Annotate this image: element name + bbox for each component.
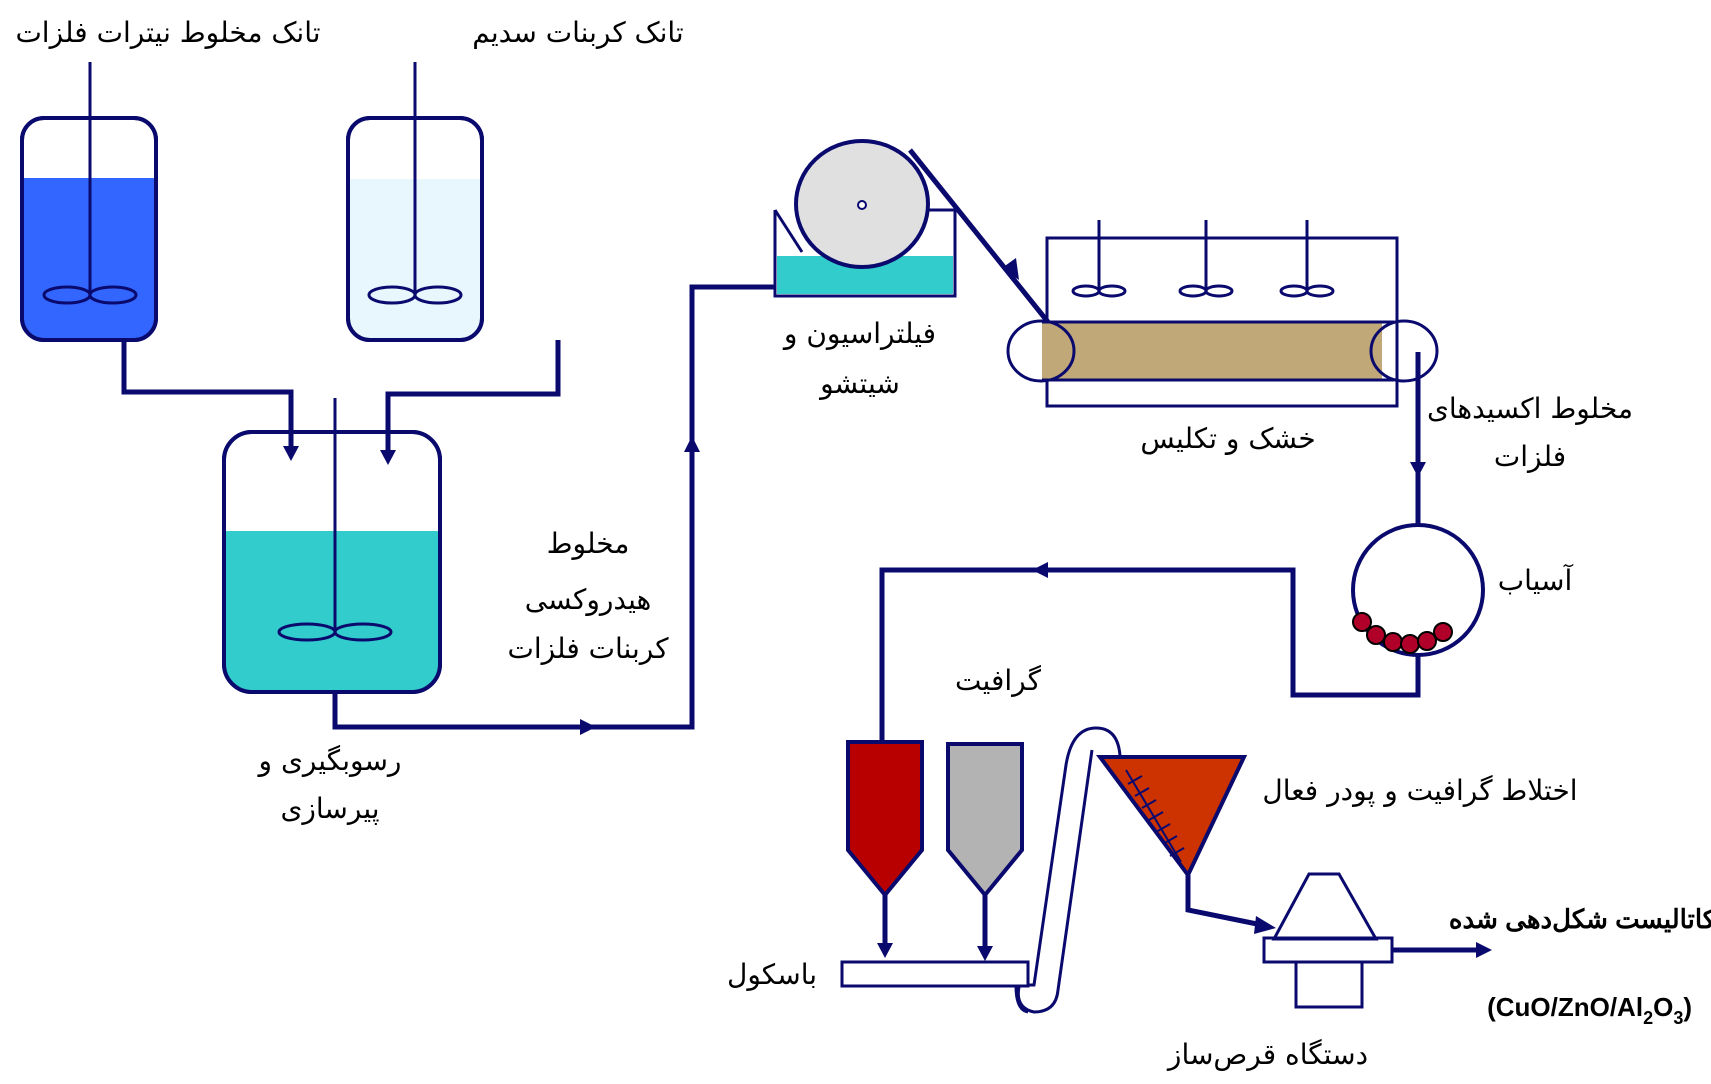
label-precipitation-2: پیرسازی [280, 792, 379, 825]
arrow-down-icon [380, 450, 396, 465]
label-drying-calcination: خشک و تکلیس [1140, 422, 1315, 455]
formula-subscript: 2 [1643, 1008, 1653, 1028]
label-tablet-press: دستگاه قرص‌ساز [1166, 1038, 1368, 1071]
stirrer-icon [1279, 284, 1309, 298]
nitrate-feed-pipe [121, 340, 294, 448]
active-powder-hopper [846, 740, 924, 899]
label-scale: باسکول [727, 958, 817, 991]
label-sodium-carbonate-tank: تانک کربنات سدیم [472, 16, 683, 49]
formula-part: (CuO/ZnO/Al [1487, 992, 1643, 1022]
tablet-press [1262, 872, 1394, 1009]
filter-cake-belt [908, 148, 1050, 324]
label-metal-oxides-2: فلزات [1494, 440, 1566, 473]
roller-right-icon [1369, 319, 1439, 383]
precipitation-liquid [226, 531, 438, 690]
precipitation-tank [222, 398, 442, 694]
arrow-up-icon [684, 436, 700, 452]
roller-left-icon [1006, 319, 1076, 383]
slurry-pipe [332, 284, 775, 730]
grinding-balls [1352, 612, 1453, 654]
label-precipitation-1: رسوبگیری و [257, 744, 402, 777]
label-mixing: اختلاط گرافیت و پودر فعال [1262, 774, 1577, 807]
drum-axle-icon [857, 200, 867, 210]
arrow-down-icon [283, 446, 299, 461]
label-shaped-catalyst: کاتالیست شکل‌دهی شده [1449, 904, 1711, 934]
stirrer-icon [1071, 284, 1101, 298]
label-catalyst-formula: (CuO/ZnO/Al2O3) [1487, 992, 1692, 1028]
arrow-left-icon [1032, 562, 1048, 578]
arrow-down-icon [877, 943, 893, 958]
label-metal-oxides-1: مخلوط اکسیدهای [1427, 392, 1633, 425]
mixer [1096, 755, 1248, 879]
arrow-down-icon [1410, 462, 1426, 477]
formula-subscript: 3 [1673, 1008, 1683, 1028]
arrow-down-right-icon [1002, 258, 1019, 280]
weighing-scale [840, 960, 1030, 988]
label-metal-nitrate-tank: تانک مخلوط نیترات فلزات [15, 16, 320, 49]
bucket-elevator [1028, 726, 1122, 987]
arrow-right-icon [1476, 942, 1492, 958]
formula-part: O [1653, 992, 1673, 1022]
mix-to-press-pipe [1185, 875, 1263, 928]
graphite-hopper [946, 742, 1024, 899]
arrow-right-icon [1254, 916, 1276, 934]
label-filtration-2: شیتشو [818, 367, 900, 400]
sodium-carbonate-tank [346, 62, 484, 342]
label-mill: آسیاب [1498, 564, 1574, 597]
label-hydroxycarbonate-1: مخلوط [547, 527, 630, 560]
dryer-calciner [1006, 220, 1439, 408]
conveyor-belt [1042, 322, 1382, 380]
label-hydroxycarbonate-2: هیدروکسی [525, 583, 652, 616]
powder-return-pipe [879, 567, 1421, 742]
arrow-down-icon [977, 946, 993, 961]
formula-part: ) [1683, 992, 1692, 1022]
label-hydroxycarbonate-3: کربنات فلزات [507, 632, 669, 665]
stirrer-icon [1178, 284, 1208, 298]
ball-mill [1351, 523, 1485, 657]
label-filtration-1: فیلتراسیون و [782, 317, 936, 350]
rotary-filter [773, 139, 957, 298]
arrow-right-icon [580, 719, 596, 735]
mixer-screw-icon [1127, 775, 1185, 857]
label-graphite: گرافیت [955, 664, 1042, 697]
metal-nitrate-tank [20, 62, 158, 342]
carbonate-feed-pipe [385, 340, 561, 452]
